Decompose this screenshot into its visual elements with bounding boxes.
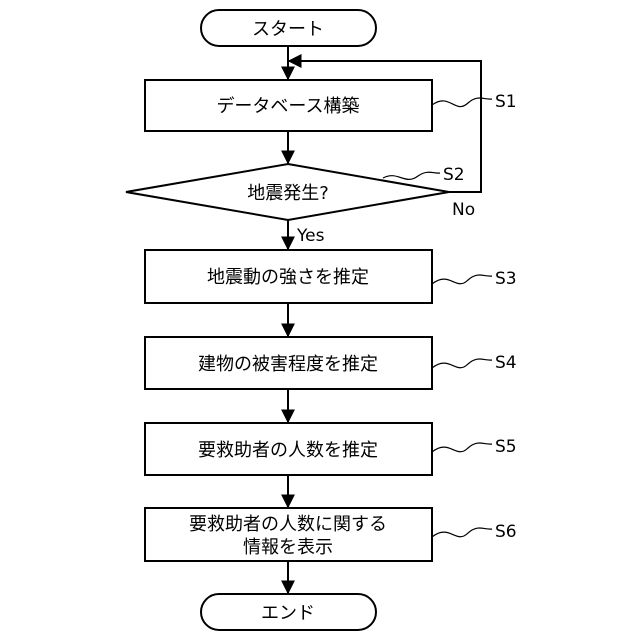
step-s6-text-line2: 情報を表示 — [243, 537, 333, 558]
step-s6: 要救助者の人数に関する 情報を表示 — [145, 508, 432, 561]
s4-label: S4 — [495, 353, 517, 373]
step-s3: 地震動の強さを推定 — [145, 250, 432, 303]
s6-leader — [432, 528, 492, 537]
decision-s2-text: 地震発生? — [247, 183, 329, 204]
s2-leader — [383, 172, 440, 179]
step-s6-text-line1: 要救助者の人数に関する — [189, 514, 387, 535]
step-s5-text: 要救助者の人数を推定 — [198, 440, 378, 461]
step-s5: 要救助者の人数を推定 — [145, 423, 432, 475]
s5-label: S5 — [495, 437, 517, 457]
end-label: エンド — [261, 603, 315, 624]
s2-label: S2 — [443, 165, 465, 185]
s1-leader — [432, 98, 492, 107]
no-label: No — [452, 200, 475, 220]
decision-s2: 地震発生? — [126, 164, 449, 220]
step-s3-text: 地震動の強さを推定 — [207, 267, 369, 288]
s3-leader — [432, 275, 492, 284]
start-terminal: スタート — [201, 10, 376, 46]
step-s1: データベース構築 — [145, 80, 432, 131]
s4-leader — [432, 359, 492, 368]
s6-label: S6 — [495, 522, 517, 542]
step-s4: 建物の被害程度を推定 — [145, 337, 432, 389]
step-s4-text: 建物の被害程度を推定 — [198, 354, 378, 375]
yes-label: Yes — [296, 226, 325, 246]
start-label: スタート — [252, 19, 324, 40]
end-terminal: エンド — [201, 594, 376, 630]
s1-label: S1 — [495, 92, 517, 112]
s3-label: S3 — [495, 269, 517, 289]
s5-leader — [432, 443, 492, 452]
step-s1-text: データベース構築 — [216, 96, 359, 117]
